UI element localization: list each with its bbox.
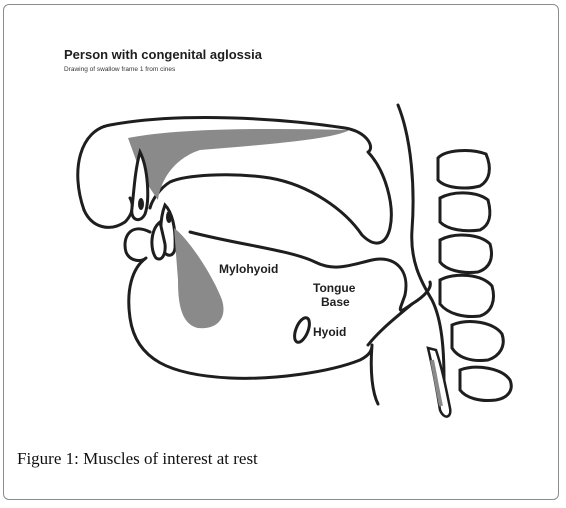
lower-incisor-back (150, 219, 167, 261)
vertebra-5 (450, 320, 505, 362)
hyoid-label: Hyoid (313, 325, 346, 339)
upper-incisor (130, 147, 150, 222)
airway-outline (366, 302, 414, 347)
palate-outline (76, 116, 393, 245)
caption-text: Muscles of interest at rest (78, 449, 258, 468)
tongue-label: Tongue (313, 281, 356, 295)
upper-lip-outline (82, 196, 134, 229)
hyoid-bone (293, 316, 311, 344)
upper-tooth-root (138, 198, 144, 210)
chin-outline (123, 227, 380, 406)
mylohyoid-muscle (174, 228, 224, 329)
mylohyoid-label: Mylohyoid (219, 262, 278, 276)
diagram-title: Person with congenital aglossia (64, 47, 262, 62)
vertebra-2 (438, 191, 492, 233)
vertebra-3 (438, 233, 493, 274)
esophagus-shade (430, 359, 443, 407)
figure-caption: Figure 1: Muscles of interest at rest (17, 449, 258, 469)
vertebra-1 (436, 149, 491, 190)
caption-lead: Figure 1: (17, 449, 79, 468)
vertebra-4 (438, 273, 495, 318)
base-label: Base (321, 295, 350, 309)
vertebra-6 (458, 365, 513, 402)
diagram-subtitle: Drawing of swallow frame 1 from cines (64, 66, 176, 73)
palate-muscle-shade (128, 128, 350, 200)
lower-tooth-root (166, 211, 172, 223)
